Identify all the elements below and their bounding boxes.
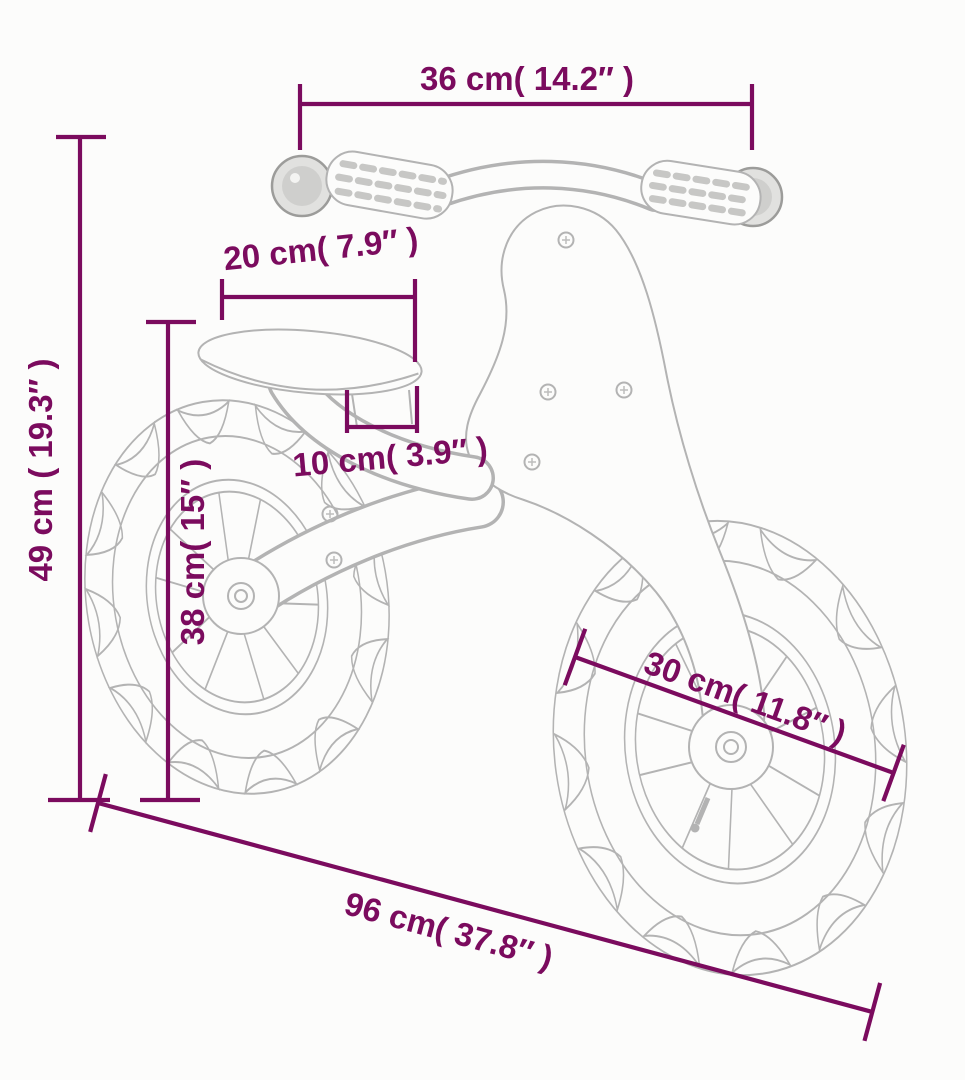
dimension-overall-length: 96 cm( 37.8″ ) [88,773,883,1042]
dimension-overall-height: 49 cm ( 19.3″ ) [22,134,110,803]
dim-label-seat-length: 20 cm( 7.9″ ) [222,220,420,277]
dim-tick [862,982,883,1042]
rear-rim-outer [145,478,329,716]
rear-tire-inner [111,435,363,759]
dim-tick [562,628,588,686]
frame-plate [465,204,774,790]
right-grip [640,159,762,226]
dim-tick [88,773,108,833]
seat-arm [267,359,495,501]
dim-tick [881,744,906,802]
left-grip [325,150,454,220]
front-fork-plate [688,704,774,790]
dim-label-overall-height: 49 cm ( 19.3″ ) [22,358,59,581]
handlebar [270,150,784,228]
left-bar-end-cap [270,154,334,218]
front-hub-bolt [715,731,747,763]
rear-stay-arm [202,475,505,635]
dim-line [574,655,895,775]
rear-hub-plate [202,557,280,635]
dim-label-handlebar-width: 36 cm( 14.2″ ) [420,60,634,97]
seat-post [351,389,413,428]
dimension-handlebar-width: 36 cm( 14.2″ ) [297,60,755,150]
dim-line [97,800,873,1014]
rear-hub-bolt [227,582,255,610]
rear-tire-outer [84,399,390,795]
seat [197,328,423,396]
dim-label-seat-height: 38 cm( 15″ ) [174,459,211,645]
valve-stem-icon [690,797,711,833]
dimension-seat-height: 38 cm( 15″ ) [140,319,211,803]
